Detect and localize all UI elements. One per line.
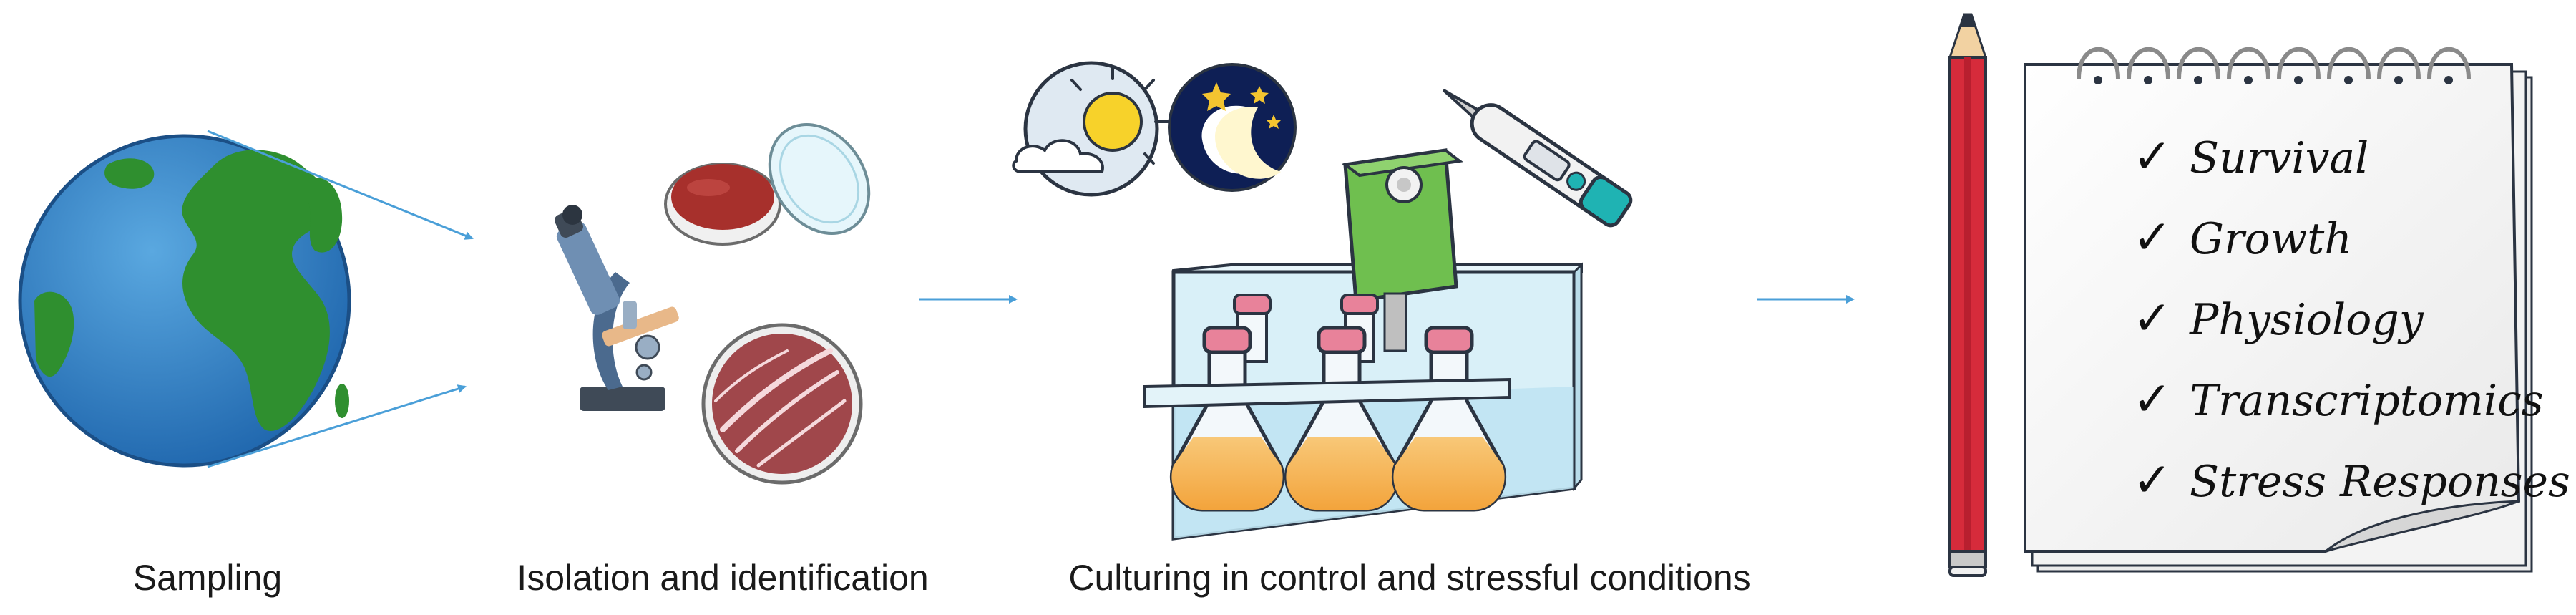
moon-stars-icon <box>1168 63 1297 192</box>
globe-icon <box>18 134 351 468</box>
check-icon: ✓ <box>2132 291 2172 346</box>
flask-rack <box>1143 377 1511 409</box>
check-icon: ✓ <box>2132 210 2172 265</box>
check-icon: ✓ <box>2132 372 2172 427</box>
pencil-icon <box>1948 13 1988 577</box>
sampling-arrow-top <box>207 130 474 240</box>
step-label-sampling: Sampling <box>132 558 283 598</box>
check-icon: ✓ <box>2132 129 2172 184</box>
sampling-arrow-bottom <box>207 384 467 468</box>
checklist-item-growth: Growth <box>2190 214 2352 264</box>
sun-cloud-icon <box>1012 61 1169 197</box>
checklist-item-survival: Survival <box>2190 133 2369 183</box>
checklist-item-stress-responses: Stress Responses <box>2190 457 2570 507</box>
checklist-item-physiology: Physiology <box>2190 295 2424 345</box>
petri-dish-icon <box>664 122 871 246</box>
flask-icon <box>1169 294 1507 512</box>
microscope-icon <box>555 205 679 411</box>
heater-icon <box>1341 148 1464 352</box>
thermometer-icon <box>1442 88 1633 228</box>
petri-dish-streaked-icon <box>701 323 863 485</box>
check-icon: ✓ <box>2132 452 2172 508</box>
notepad-icon <box>2024 47 2533 573</box>
checklist-item-transcriptomics: Transcriptomics <box>2190 376 2544 426</box>
step-label-culturing: Culturing in control and stressful condi… <box>1068 558 1751 598</box>
step-label-isolation: Isolation and identification <box>517 558 929 598</box>
